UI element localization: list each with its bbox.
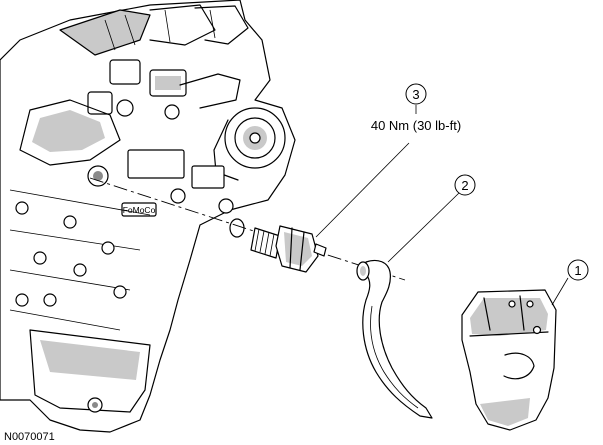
leader-lines — [315, 105, 569, 306]
part-2-hose — [356, 259, 433, 419]
part-1-housing — [461, 289, 557, 431]
casting-mark: FoMoCo — [123, 205, 156, 215]
callout-2-number: 2 — [461, 178, 468, 193]
engine-block: FoMoCo — [0, 0, 296, 433]
callout-1-number: 1 — [574, 263, 581, 278]
callout-3: 3 — [405, 83, 427, 105]
callout-2: 2 — [454, 174, 476, 196]
torque-spec: 40 Nm (30 lb-ft) — [371, 118, 461, 133]
callout-3-number: 3 — [412, 87, 419, 102]
installation-centerline — [89, 177, 406, 281]
figure-id: N0070071 — [4, 431, 55, 443]
part-3-fitting — [250, 225, 327, 273]
callout-1: 1 — [567, 259, 589, 281]
